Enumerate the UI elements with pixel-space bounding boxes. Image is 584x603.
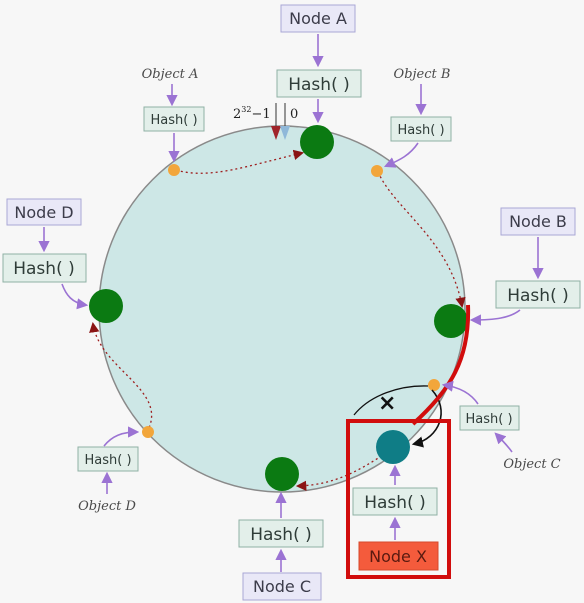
object-d-label: Object D [78,499,136,514]
node-a-hash-box [276,69,362,98]
node-c-label: Node C [253,577,311,596]
node-x-highlight-frame [346,419,451,579]
mapping-arrow-object-a [175,149,305,174]
object-c-dot [428,379,440,391]
node-d-dot [89,289,123,323]
object-d-hash-label: Hash( ) [84,453,131,468]
node-a-dot [300,125,334,159]
node-d-label: Node D [14,203,73,222]
mapping-arrow-object-b [377,171,466,309]
ring-zero-label: 0 [290,107,298,122]
object-d-dot [142,426,154,438]
node-x-label: Node X [369,547,427,566]
highlight-curve [411,304,471,426]
node-x-box [358,541,439,571]
ring-max-arrow [271,126,281,140]
arrow-node-b-hash-to-ring [469,309,521,326]
node-b-dot [434,304,468,338]
object-a-label: Object A [142,67,199,82]
object-b-dot [371,165,383,177]
node-x-hash-box [352,487,438,516]
object-a-dot [168,164,180,176]
node-d-box [6,198,82,226]
arrow-object-c-hash-to-ring [441,380,479,405]
node-x-hash-label: Hash( ) [364,493,426,513]
ring-max-label: 232−1 [233,105,271,122]
ring-zero-arrow [280,126,290,140]
node-d-hash-label: Hash( ) [13,259,75,279]
node-x-dot [376,430,410,464]
object-a-hash-box [143,106,205,132]
object-a-hash-label: Hash( ) [150,113,197,128]
object-c-hash-label: Hash( ) [465,412,512,427]
node-a-hash-label: Hash( ) [288,75,350,95]
node-a-label: Node A [289,9,347,28]
object-c-hash-box [459,405,520,431]
arrow-object-d-hash-to-ring [103,426,140,447]
arrow-object-c-to-hash [494,432,513,453]
hash-ring [98,125,466,493]
node-b-hash-box [495,280,581,309]
arrow-object-b-hash-to-ring [383,142,419,168]
node-c-hash-box [238,519,324,548]
node-c-hash-label: Hash( ) [250,525,312,545]
node-b-box [500,207,576,236]
node-a-box [280,4,356,33]
remap-cross-mark: × [378,391,396,416]
object-d-hash-box [77,446,139,472]
node-b-hash-label: Hash( ) [507,286,569,306]
node-b-label: Node B [509,212,567,231]
object-c-label: Object C [503,457,560,472]
object-b-hash-label: Hash( ) [397,123,444,138]
arrow-node-d-hash-to-ring [61,283,89,310]
old-path-object-c [353,385,429,416]
object-b-label: Object B [394,67,451,82]
node-c-dot [265,457,299,491]
object-b-hash-box [390,116,452,142]
node-c-box [242,572,322,601]
node-d-hash-box [2,253,87,283]
